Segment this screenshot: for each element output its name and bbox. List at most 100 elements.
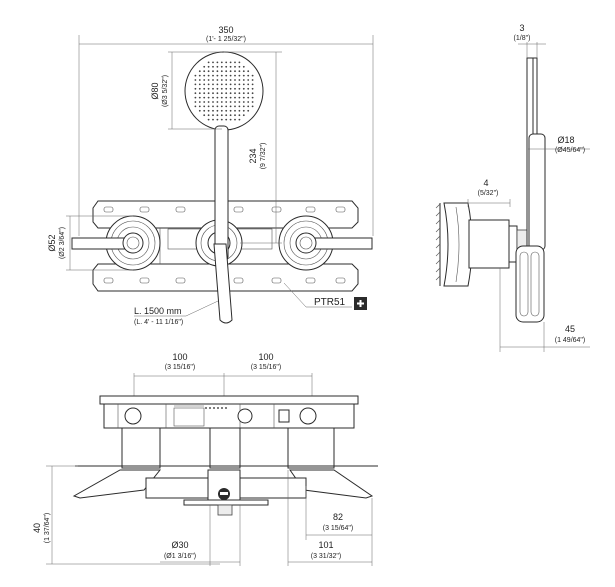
dimension-height-40: 40 (1 37/64") [32,465,220,565]
nozzle-dot [198,79,201,81]
nozzle-dot [234,87,236,90]
nozzle-dot [216,92,219,95]
nozzle-dot [198,87,201,90]
dim-101-label: 101 [318,540,333,550]
nozzle-dot [251,74,254,77]
spacing-left-label: 100 [172,352,187,362]
nozzle-dot [229,61,232,64]
dimension-handle-diameter: Ø18 (Ø45/64") [528,135,590,154]
nozzle-dot [238,61,241,64]
nozzle-dot [238,109,241,112]
nozzle-dot [238,65,241,68]
nozzle-dot [225,101,228,103]
nozzle-dot [225,65,228,68]
nozzle-dot [238,101,241,103]
head-diameter-label: Ø80 [150,82,160,99]
nozzle-dot [198,96,201,99]
nozzle-dot [229,70,232,73]
plus-icon[interactable] [354,297,367,310]
nozzle-dot [247,87,250,90]
nozzle-dot [198,74,201,77]
nozzle-dot [203,65,206,68]
nozzle-dot [234,96,236,99]
nozzle-dot [216,114,219,117]
nozzle-dot [242,109,245,112]
dimension-width-350: 350 (1'- 1 25/32") [78,25,374,236]
nozzle-dot [207,87,210,90]
side-hand-shower [515,57,546,323]
plan-bodies [121,427,335,469]
diameter-30-label: Ø30 [171,540,188,550]
nozzle-dot [242,70,245,73]
nozzle-dot [225,79,228,81]
nozzle-dot [220,96,223,99]
nozzle-dot [216,109,219,112]
nozzle-dot [194,101,197,103]
nozzle-dot [242,105,245,108]
nozzle-dot [225,74,228,77]
nozzle-dot [203,101,206,103]
nozzle-dot [198,70,201,73]
nozzle-dot [212,79,214,81]
nozzle-dot [225,105,228,108]
nozzle-dot [238,96,241,99]
nozzle-dot [194,92,197,95]
nozzle-dot [242,87,245,90]
nozzle-dot [242,65,245,68]
nozzle-dot [229,101,232,103]
nozzle-dot [251,83,254,86]
nozzle-dot [216,74,219,77]
nozzle-dot [220,83,223,86]
plan-levers [72,469,374,516]
nozzle-dot [247,96,250,99]
shower-nozzles [194,61,254,121]
nozzle-dot [207,70,210,73]
width-inch-label: (1'- 1 25/32") [206,36,246,43]
head-diameter-inch-label: (Ø3 5/32") [162,75,169,107]
thickness-label: 3 [519,23,524,33]
nozzle-dot [242,83,245,86]
nozzle-dot [207,92,210,95]
nozzle-dot [212,114,214,117]
nozzle-dot [247,105,250,108]
nozzle-dot [225,96,228,99]
nozzle-dot [203,114,206,117]
nozzle-dot [212,92,214,95]
nozzle-dot [216,105,219,108]
nozzle-dot [225,70,228,73]
dim-101-inch-label: (3 31/32") [311,553,342,560]
dimension-diameter-52: Ø52 (Ø2 3/64") [47,215,133,271]
nozzle-dot [207,83,210,86]
height-40-inch-label: (1 37/64") [44,513,51,544]
nozzle-dot [207,114,210,117]
nozzle-dot [203,79,206,81]
nozzle-dot [212,105,214,108]
nozzle-dot [229,87,232,90]
nozzle-dot [234,83,236,86]
nozzle-dot [234,114,236,117]
dimension-head-diameter: Ø80 (Ø3 5/32") [150,51,222,130]
nozzle-dot [220,87,223,90]
nozzle-dot [216,118,219,121]
nozzle-dot [207,61,210,64]
nozzle-dot [238,79,241,81]
left-valve [71,215,161,271]
spacing-left-inch-label: (3 15/16") [165,364,196,371]
nozzle-dot [194,105,197,108]
nozzle-dot [238,118,241,121]
diameter-30-inch-label: (Ø1 3/16") [164,553,196,560]
dimension-thickness-3: 3 (1/8") [514,23,546,58]
nozzle-dot [220,118,223,121]
nozzle-dot [212,70,214,73]
nozzle-dot [247,92,250,95]
nozzle-dot [229,65,232,68]
nozzle-dot [198,83,201,86]
right-valve [278,215,373,271]
nozzle-dot [251,87,254,90]
nozzle-dot [216,79,219,81]
nozzle-dot [216,70,219,73]
nozzle-dot [242,96,245,99]
hand-shower [184,51,264,324]
dimension-82: 82 (3 15/64") [305,486,373,540]
nozzle-dot [238,92,241,95]
